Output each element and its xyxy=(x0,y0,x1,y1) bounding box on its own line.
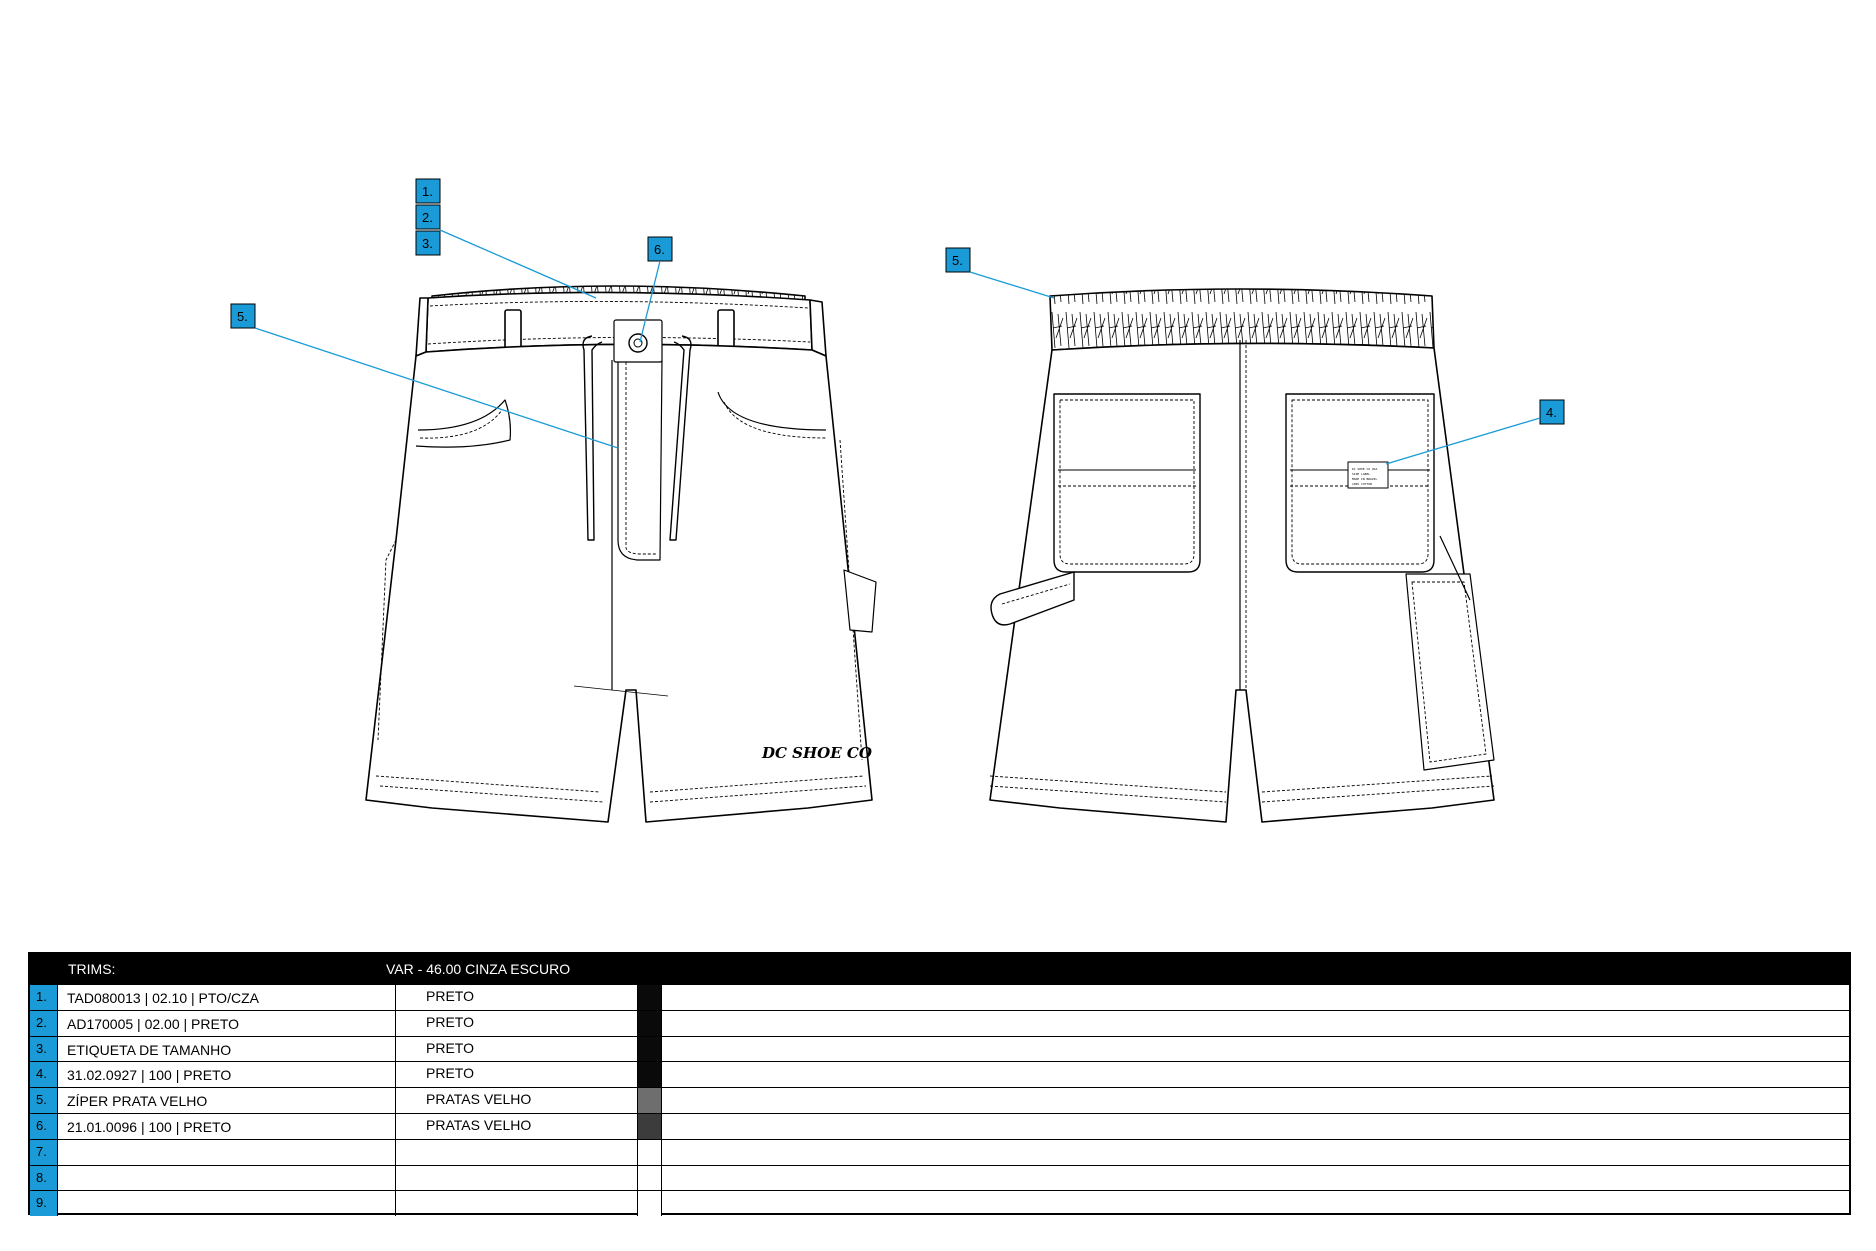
trim-description xyxy=(58,1139,396,1165)
technical-sketch: DC SHOE CO DC SHOE CO USA SIZE LABEL MAD… xyxy=(230,178,1565,823)
table-row: 7. xyxy=(30,1138,1849,1165)
trim-description: 31.02.0927 | 100 | PRETO xyxy=(58,1062,396,1088)
notes-cell xyxy=(662,1191,1849,1216)
notes-cell xyxy=(662,985,1849,1010)
table-header: TRIMS: VAR - 46.00 CINZA ESCURO xyxy=(30,954,1849,984)
header-trims: TRIMS: xyxy=(68,961,116,977)
svg-text:MADE IN BRAZIL: MADE IN BRAZIL xyxy=(1352,477,1377,481)
brand-logo-text: DC SHOE CO xyxy=(761,744,872,762)
color-swatch xyxy=(638,1062,662,1088)
trims-table: TRIMS: VAR - 46.00 CINZA ESCURO 1.TAD080… xyxy=(28,952,1851,1217)
svg-text:SIZE LABEL: SIZE LABEL xyxy=(1352,472,1370,476)
color-swatch xyxy=(638,985,662,1010)
callout-4: 4. xyxy=(1539,399,1565,425)
trim-description: TAD080013 | 02.10 | PTO/CZA xyxy=(58,985,396,1010)
size-label-patch xyxy=(1347,461,1389,489)
trim-color: PRATAS VELHO xyxy=(396,1088,638,1113)
trim-description: 21.01.0096 | 100 | PRETO xyxy=(58,1114,396,1139)
callout-3: 3. xyxy=(415,230,441,256)
back-view: DC SHOE CO USA SIZE LABEL MADE IN BRAZIL… xyxy=(989,288,1495,823)
trim-color xyxy=(396,1165,638,1191)
color-swatch xyxy=(638,1088,662,1113)
callout-6: 6. xyxy=(647,236,673,262)
trim-color: PRATAS VELHO xyxy=(396,1114,638,1139)
trim-color: PRETO xyxy=(396,985,638,1010)
trim-description xyxy=(58,1191,396,1217)
svg-text:DC SHOE CO USA: DC SHOE CO USA xyxy=(1352,467,1377,471)
color-swatch xyxy=(638,1010,662,1036)
notes-cell xyxy=(662,1037,1849,1062)
color-swatch xyxy=(638,1165,662,1191)
svg-text:100% COTTON: 100% COTTON xyxy=(1352,482,1372,486)
svg-text:4.: 4. xyxy=(1546,405,1557,420)
color-swatch xyxy=(638,1139,662,1165)
trim-description: AD170005 | 02.00 | PRETO xyxy=(58,1010,396,1036)
row-number: 9. xyxy=(30,1191,58,1217)
row-number: 1. xyxy=(30,985,58,1010)
header-variant: VAR - 46.00 CINZA ESCURO xyxy=(386,961,571,977)
row-number: 7. xyxy=(30,1139,58,1165)
row-number: 8. xyxy=(30,1165,58,1191)
svg-text:1.: 1. xyxy=(422,184,433,199)
notes-cell xyxy=(662,1088,1849,1113)
svg-text:6.: 6. xyxy=(654,242,665,257)
trim-color: PRETO xyxy=(396,1062,638,1088)
svg-text:5.: 5. xyxy=(952,253,963,268)
row-number: 6. xyxy=(30,1114,58,1139)
row-number: 5. xyxy=(30,1088,58,1113)
trim-color: PRETO xyxy=(396,1036,638,1062)
callout-5-front: 5. xyxy=(230,303,256,329)
notes-cell xyxy=(662,1114,1849,1139)
row-number: 3. xyxy=(30,1036,58,1062)
trim-color xyxy=(396,1191,638,1217)
trim-color: PRETO xyxy=(396,1010,638,1036)
table-row: 9. xyxy=(30,1190,1849,1217)
notes-cell xyxy=(662,1140,1849,1165)
notes-cell xyxy=(662,1011,1849,1036)
trim-color xyxy=(396,1139,638,1165)
trim-description xyxy=(58,1165,396,1191)
color-swatch xyxy=(638,1191,662,1217)
front-view: DC SHOE CO xyxy=(365,285,877,823)
callout-1: 1. xyxy=(415,178,441,204)
color-swatch xyxy=(638,1036,662,1062)
callout-2: 2. xyxy=(415,204,441,230)
color-swatch xyxy=(638,1114,662,1139)
trim-description: ETIQUETA DE TAMANHO xyxy=(58,1036,396,1062)
svg-text:5.: 5. xyxy=(237,309,248,324)
trim-description: ZÍPER PRATA VELHO xyxy=(58,1088,396,1113)
callouts: 1. 2. 3. 6. 5. 5. xyxy=(230,178,1565,465)
notes-cell xyxy=(662,1062,1849,1087)
table-row: 8. xyxy=(30,1164,1849,1191)
svg-text:3.: 3. xyxy=(422,236,433,251)
row-number: 2. xyxy=(30,1010,58,1036)
svg-text:2.: 2. xyxy=(422,210,433,225)
notes-cell xyxy=(662,1166,1849,1191)
row-number: 4. xyxy=(30,1062,58,1088)
callout-5-back: 5. xyxy=(945,247,971,273)
